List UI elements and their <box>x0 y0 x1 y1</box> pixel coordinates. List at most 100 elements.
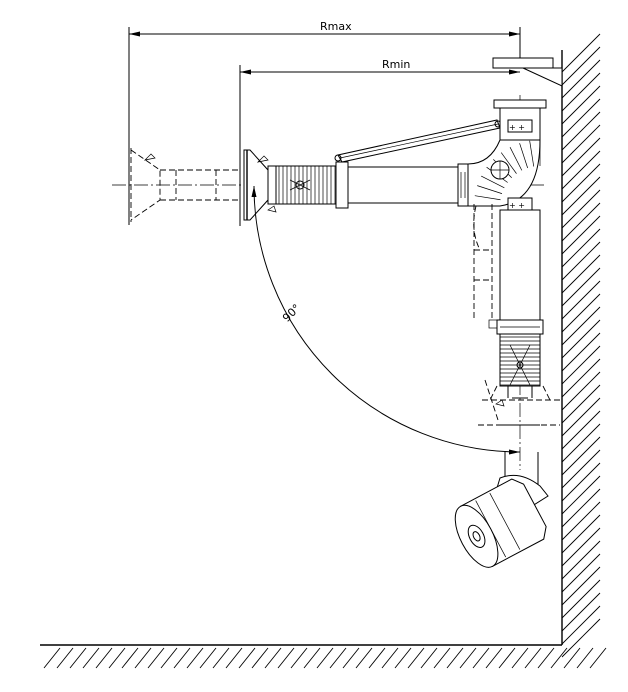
vertical-rigid-tube <box>496 209 544 335</box>
rotation-arc-path <box>253 185 521 453</box>
wall-hatch-line <box>561 358 601 398</box>
floor-hatch-line <box>82 647 100 669</box>
wall-hatch-line <box>561 345 601 385</box>
wall-hatch-line <box>561 46 601 86</box>
floor-hatch-line <box>355 647 373 669</box>
floor-hatch-line <box>394 647 412 669</box>
floor-hatch-line <box>238 647 256 669</box>
floor-hatch-line <box>472 647 490 669</box>
angle-label: 90° <box>280 302 303 325</box>
rmax-label: Rmax <box>320 20 352 33</box>
elbow-rib <box>519 143 528 169</box>
wall-hatch-line <box>561 371 601 411</box>
wall-hatch-line <box>561 254 601 294</box>
wall-hatch-line <box>561 566 601 606</box>
floor-hatch-line <box>225 647 243 669</box>
wall-hatch-line <box>561 436 601 476</box>
wall-hatch-line <box>561 319 601 359</box>
wall-hatch-line <box>561 462 601 502</box>
rmin-label: Rmin <box>382 58 410 71</box>
rmin-arrow-left <box>240 69 251 75</box>
floor-hatch-line <box>498 647 516 669</box>
elbow-joint: + + + + <box>467 99 547 211</box>
wall-hatch-line <box>561 202 601 242</box>
floor <box>40 644 607 669</box>
floor-hatch-line <box>173 647 191 669</box>
hose-ribs <box>278 166 336 204</box>
wall-hatch-line <box>561 501 601 541</box>
floor-hatch-line <box>121 647 139 669</box>
floor-hatch-line <box>316 647 334 669</box>
floor-hatch-line <box>550 647 568 669</box>
floor-hatch-line <box>433 647 451 669</box>
floor-hatch-line <box>368 647 386 669</box>
wall-hatch-line <box>561 384 601 424</box>
wall-hatch-line <box>561 332 601 372</box>
extended-hood-outline <box>130 148 240 222</box>
wall-hatch-line <box>561 228 601 268</box>
elbow-rib <box>477 185 503 194</box>
dimension-rmax: Rmax <box>128 20 521 225</box>
floor-hatch-line <box>69 647 87 669</box>
wall-hatch-line <box>561 592 601 632</box>
wall-hatch-line <box>561 137 601 177</box>
wall-hatch-line <box>561 306 601 346</box>
suction-hood <box>243 149 277 221</box>
floor-hatch-line <box>342 647 360 669</box>
floor-hatch-line <box>147 647 165 669</box>
floor-hatch-line <box>407 647 425 669</box>
wall-bracket <box>492 52 563 87</box>
wall-hatch-line <box>561 163 601 203</box>
wall-hatch-line <box>561 150 601 190</box>
wall-hatch-line <box>561 72 601 112</box>
hose-swivel-joint <box>295 180 305 190</box>
wall-hatch-line <box>561 423 601 463</box>
wall <box>561 33 601 658</box>
rmin-arrow-right <box>509 69 520 75</box>
wall-hatch-line <box>561 293 601 333</box>
rmax-arrow-left <box>129 31 140 37</box>
wall-hatch-line <box>561 59 601 99</box>
floor-hatch-line <box>56 647 74 669</box>
elbow-rib <box>474 195 501 201</box>
floor-hatch-line <box>108 647 126 669</box>
wall-hatch-line <box>561 85 601 125</box>
floor-hatch-line <box>134 647 152 669</box>
alternate-position-outline <box>473 204 499 421</box>
tube-body <box>347 166 459 204</box>
wall-hatch-line <box>561 410 601 450</box>
wall-hatch-line <box>561 488 601 528</box>
support-strut <box>334 119 502 163</box>
floor-hatch-line <box>212 647 230 669</box>
elbow-rib <box>500 152 517 174</box>
wall-hatch-line <box>561 215 601 255</box>
floor-hatch-line <box>186 647 204 669</box>
floor-hatch-line <box>303 647 321 669</box>
arc-arrow-bottom <box>509 449 520 455</box>
floor-hatch-line <box>95 647 113 669</box>
dimension-rmin: Rmin <box>239 58 520 226</box>
wall-hatch-line <box>561 475 601 515</box>
wall-hatch-line <box>561 280 601 320</box>
floor-hatch-line <box>277 647 295 669</box>
wall-hatch-line <box>561 527 601 567</box>
tube-clamp <box>335 161 349 209</box>
floor-hatch-line <box>589 647 607 669</box>
floor-hatch-line <box>563 647 581 669</box>
floor-hatch-line <box>290 647 308 669</box>
floor-hatch-line <box>524 647 542 669</box>
floor-hatch-line <box>537 647 555 669</box>
horizontal-flex-hose <box>275 165 337 205</box>
wall-hatch-line <box>561 449 601 489</box>
rotated-hood <box>454 452 549 568</box>
wall-hatch-line <box>561 514 601 554</box>
floor-hatching <box>43 647 607 669</box>
wall-hatch-line <box>561 605 601 645</box>
elbow-rib <box>509 147 523 171</box>
wall-hatch-line <box>561 98 601 138</box>
floor-hatch-line <box>420 647 438 669</box>
horizontal-rigid-tube <box>335 161 469 209</box>
floor-hatch-line <box>446 647 464 669</box>
svg-text:+ +: + + <box>509 201 525 210</box>
